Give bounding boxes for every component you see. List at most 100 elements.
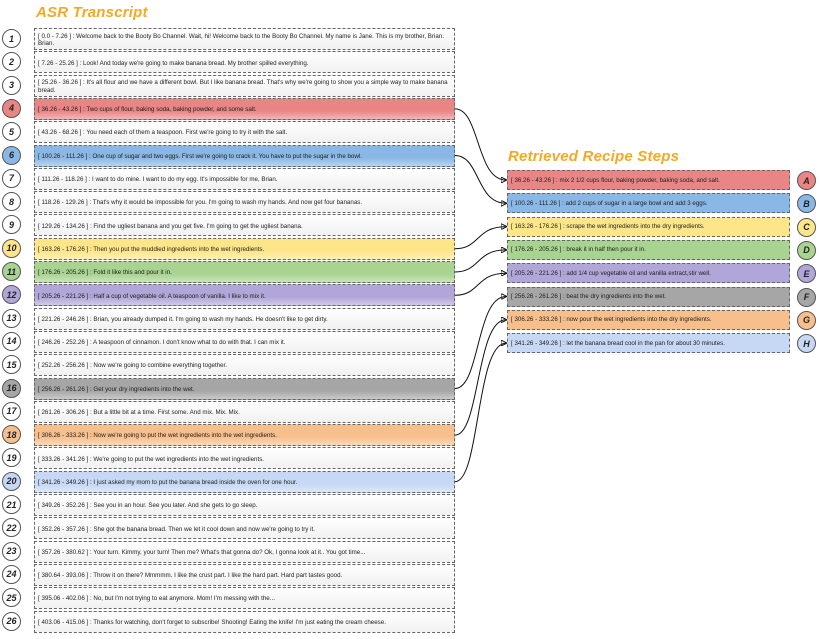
recipe-step-letter-badge: H [797,334,816,354]
transcript-segment-box: [ 43.26 - 68.26 ] : You need each of the… [34,121,455,144]
transcript-segment-text: [ 221.26 - 246.26 ] : Brian, you already… [38,315,328,323]
transcript-row: 13 [ 221.26 - 246.26 ] : Brian, you alrea… [0,307,460,331]
segment-number-badge: 21 [2,495,21,514]
recipe-step-letter-badge: G [797,310,816,330]
transcript-segment-text: [ 256.26 - 261.26 ] : Get your dry ingre… [38,385,195,393]
transcript-segment-box: [ 403.06 - 415.06 ] : Thanks for watchin… [34,610,455,633]
transcript-row: 22 [ 352.26 - 357.26 ] : She got the bana… [0,517,460,540]
transcript-segment-box: [ 100.26 - 111.26 ] : One cup of sugar a… [34,144,455,167]
recipe-step-text: [ 176.26 - 205.26 ] : break it in half t… [511,246,646,254]
transcript-row: 10 [ 163.26 - 176.26 ] : Then you put the… [0,237,460,261]
transcript-row: 15 [ 252.26 - 256.26 ] : Now we're going … [0,354,460,377]
transcript-segment-box: [ 246.26 - 252.26 ] : A teaspoon of cinn… [34,330,455,353]
recipe-step-row: [ 163.26 - 176.26 ] : scrape the wet ing… [500,216,822,239]
transcript-segment-box: [ 261.26 - 306.26 ] : But a little bit a… [34,400,455,423]
transcript-segment-box: [ 252.26 - 256.26 ] : Now we're going to… [34,354,455,377]
recipe-step-row: [ 36.26 - 43.26 ] : mix 2 1/2 cups flour… [500,170,822,192]
transcript-segment-box: [ 176.26 - 205.26 ] : Fold it like this … [34,261,455,283]
retrieved-recipe-steps-title: Retrieved Recipe Steps [508,148,680,165]
alignment-arrow [454,155,506,204]
transcript-segment-box: [ 395.06 - 402.06 ] : No, but I'm not tr… [34,587,455,610]
transcript-row: 20[ 341.26 - 349.26 ] : I just asked my … [0,470,460,494]
transcript-segment-box: [ 380.64 - 393.06 ] : Throw it on there?… [34,563,455,586]
recipe-step-box: [ 256.26 - 261.26 ] : beat the dry ingre… [507,286,790,307]
transcript-segment-box: [ 341.26 - 349.26 ] : I just asked my mo… [34,470,455,493]
recipe-step-box: [ 36.26 - 43.26 ] : mix 2 1/2 cups flour… [507,170,790,190]
recipe-step-text: [ 341.26 - 349.26 ] : let the banana bre… [511,339,725,347]
transcript-segment-text: [ 252.26 - 256.26 ] : Now we're going to… [38,362,227,370]
transcript-segment-box: [ 36.26 - 43.26 ] : Two cups of flour, b… [34,97,455,120]
transcript-segment-box: [ 0.0 - 7.26 ] : Welcome back to the Boo… [34,28,455,50]
segment-number-badge: 4 [2,98,21,118]
transcript-row: 24[ 380.64 - 393.06 ] : Throw it on ther… [0,563,460,587]
alignment-arrow [454,297,506,389]
segment-number-badge: 5 [2,122,21,142]
transcript-segment-box: [ 349.26 - 352.26 ] : See you in an hour… [34,494,455,516]
segment-number-badge: 9 [2,215,21,235]
transcript-row: 19 [ 333.26 - 341.26 ] : We're going to p… [0,447,460,470]
transcript-segment-box: [ 333.26 - 341.26 ] : We're going to put… [34,447,455,470]
recipe-step-box: [ 306.26 - 333.26 ] : now pour the wet i… [507,309,790,330]
segment-number-badge: 16 [2,378,21,398]
transcript-segment-box: [ 129.26 - 134.26 ] : Find the ugliest b… [34,214,455,237]
transcript-row: 3[ 25.26 - 36.26 ] : It's all flour and … [0,74,460,98]
segment-number-badge: 6 [2,145,21,165]
transcript-row: 9 [ 129.26 - 134.26 ] : Find the ugliest … [0,214,460,237]
transcript-segment-text: [ 205.26 - 221.26 ] : Half a cup of vege… [38,292,266,300]
transcript-row: 12[ 205.26 - 221.26 ] : Half a cup of ve… [0,284,460,307]
transcript-segment-box: [ 306.26 - 333.26 ] : Now we're going to… [34,424,455,447]
segment-number-badge: 23 [2,541,21,561]
asr-transcript-list: 1 [ 0.0 - 7.26 ] : Welcome back to the Bo… [0,28,460,634]
segment-number-badge: 11 [2,262,21,281]
segment-number-badge: 15 [2,355,21,375]
transcript-row: 11 [ 176.26 - 205.26 ] : Fold it like thi… [0,261,460,284]
segment-number-badge: 17 [2,401,21,421]
segment-number-badge: 25 [2,588,21,608]
recipe-step-row: [ 256.26 - 261.26 ] : beat the dry ingre… [500,286,822,309]
alignment-arrow [454,227,506,250]
recipe-step-row: [ 205.26 - 221.26 ] : add 1/4 cup vegeta… [500,263,822,285]
transcript-segment-text: [ 352.26 - 357.26 ] : She got the banana… [38,525,315,533]
segment-number-badge: 18 [2,425,21,445]
recipe-step-row: [ 341.26 - 349.26 ] : let the banana bre… [500,333,822,355]
transcript-segment-box: [ 256.26 - 261.26 ] : Get your dry ingre… [34,377,455,400]
recipe-step-letter-badge: F [797,287,816,307]
segment-number-badge: 2 [2,52,21,72]
recipe-step-box: [ 205.26 - 221.26 ] : add 1/4 cup vegeta… [507,263,790,284]
transcript-segment-text: [ 403.06 - 415.06 ] : Thanks for watchin… [38,618,386,626]
transcript-segment-text: [ 357.26 - 380.62 ] : Your turn. Kimmy, … [38,548,366,556]
transcript-segment-text: [ 261.26 - 306.26 ] : But a little bit a… [38,409,240,417]
transcript-row: 26[ 403.06 - 415.06 ] : Thanks for watch… [0,610,460,634]
segment-number-badge: 1 [2,29,21,48]
transcript-segment-text: [ 395.06 - 402.06 ] : No, but I'm not tr… [38,595,275,603]
transcript-segment-box: [ 205.26 - 221.26 ] : Half a cup of vege… [34,284,455,307]
transcript-segment-text: [ 0.0 - 7.26 ] : Welcome back to the Boo… [38,32,444,48]
recipe-step-text: [ 100.26 - 111.26 ] : add 2 cups of suga… [511,199,708,207]
transcript-segment-box: [ 7.26 - 25.26 ] : Look! And today we're… [34,51,455,74]
segment-number-badge: 13 [2,308,21,328]
transcript-row: 25 [ 395.06 - 402.06 ] : No, but I'm not … [0,587,460,610]
recipe-step-letter-badge: C [797,217,816,237]
segment-number-badge: 8 [2,192,21,212]
recipe-step-row: [ 100.26 - 111.26 ] : add 2 cups of suga… [500,193,822,215]
recipe-step-text: [ 306.26 - 333.26 ] : now pour the wet i… [511,316,712,324]
asr-transcript-title: ASR Transcript [36,4,148,21]
transcript-segment-text: [ 118.26 - 129.26 ] : That's why it woul… [38,199,363,207]
transcript-segment-box: [ 25.26 - 36.26 ] : It's all flour and w… [34,74,455,97]
segment-number-badge: 19 [2,448,21,468]
segment-number-badge: 22 [2,518,21,538]
recipe-step-box: [ 100.26 - 111.26 ] : add 2 cups of suga… [507,193,790,214]
alignment-arrow [454,250,506,273]
transcript-row: 18 [ 306.26 - 333.26 ] : Now we're going … [0,424,460,447]
recipe-step-row: [ 306.26 - 333.26 ] : now pour the wet i… [500,309,822,332]
recipe-step-text: [ 205.26 - 221.26 ] : add 1/4 cup vegeta… [511,269,711,277]
transcript-segment-text: [ 129.26 - 134.26 ] : Find the ugliest b… [38,222,303,230]
segment-number-badge: 10 [2,238,21,258]
transcript-row: 1 [ 0.0 - 7.26 ] : Welcome back to the Bo… [0,28,460,51]
recipe-step-box: [ 163.26 - 176.26 ] : scrape the wet ing… [507,216,790,237]
transcript-row: 7[ 111.26 - 118.26 ] : I want to do mine… [0,167,460,191]
transcript-row: 14[ 246.26 - 252.26 ] : A teaspoon of ci… [0,330,460,354]
transcript-segment-text: [ 25.26 - 36.26 ] : It's all flour and w… [38,79,448,94]
transcript-row: 8 [ 118.26 - 129.26 ] : That's why it wou… [0,191,460,214]
transcript-segment-box: [ 163.26 - 176.26 ] : Then you put the m… [34,237,455,260]
